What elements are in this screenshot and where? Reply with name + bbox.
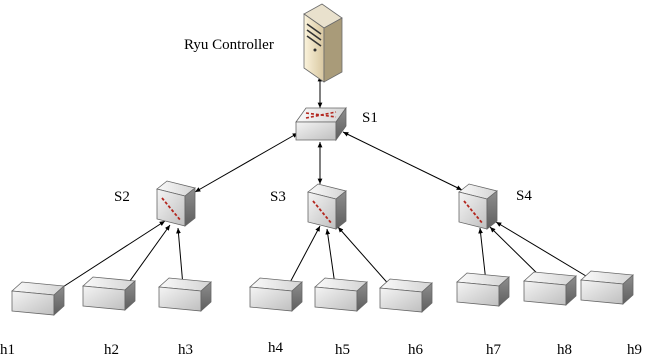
- host-h9-label: h9: [627, 342, 642, 358]
- link-s3-h5: [325, 228, 337, 286]
- link-s3-h4: [285, 225, 321, 291]
- host-h6: h6: [379, 278, 433, 358]
- switch-s2: S2: [114, 180, 196, 227]
- host-h9: h9: [580, 270, 642, 358]
- switch-s4-label: S4: [516, 188, 532, 204]
- server-icon: [303, 3, 343, 83]
- switch-s1: S1: [295, 106, 378, 142]
- host-box-icon: [379, 278, 433, 313]
- links-layer: [51, 76, 597, 295]
- host-h8-label: h8: [557, 342, 572, 358]
- host-h5-label: h5: [335, 342, 350, 358]
- link-s1-s4: [342, 131, 463, 191]
- host-box-icon: [456, 272, 510, 307]
- hosts-layer: h1 h2 h3 h4 h5 h6 h7 h8 h9: [0, 270, 642, 358]
- switch-icon: [295, 106, 347, 142]
- host-box-icon: [82, 276, 136, 311]
- controller-label: Ryu Controller: [184, 37, 274, 53]
- switch-icon: [156, 180, 196, 227]
- switch-s4: S4: [458, 183, 532, 230]
- switch-icon: [307, 183, 347, 230]
- host-box-icon: [314, 277, 368, 312]
- host-h1: h1: [0, 281, 65, 358]
- ryu-controller-server: Ryu Controller: [184, 3, 343, 83]
- link-s4-h7: [478, 227, 488, 283]
- switch-s3: S3: [270, 183, 347, 230]
- host-box-icon: [580, 270, 634, 305]
- host-box-icon: [249, 277, 303, 312]
- host-h6-label: h6: [408, 342, 424, 358]
- host-h7-label: h7: [486, 342, 502, 358]
- host-box-icon: [11, 281, 65, 316]
- host-h3-label: h3: [178, 342, 193, 358]
- link-s4-h9: [495, 221, 597, 283]
- host-h5: h5: [314, 277, 368, 358]
- host-h2-label: h2: [104, 342, 119, 358]
- link-s2-h3: [176, 227, 185, 287]
- switch-icon: [458, 183, 498, 230]
- host-h1-label: h1: [0, 342, 15, 358]
- switch-s2-label: S2: [114, 189, 130, 205]
- switch-s1-label: S1: [362, 110, 378, 126]
- host-h4: h4: [249, 277, 303, 356]
- host-h3: h3: [158, 277, 212, 358]
- host-box-icon: [158, 277, 212, 312]
- host-box-icon: [523, 271, 577, 306]
- host-h8: h8: [523, 271, 577, 358]
- host-h2: h2: [82, 276, 136, 358]
- host-h4-label: h4: [268, 340, 284, 356]
- switch-s3-label: S3: [270, 189, 286, 205]
- link-s3-h6: [337, 226, 393, 289]
- link-s1-s2: [194, 132, 299, 193]
- host-h7: h7: [456, 272, 510, 358]
